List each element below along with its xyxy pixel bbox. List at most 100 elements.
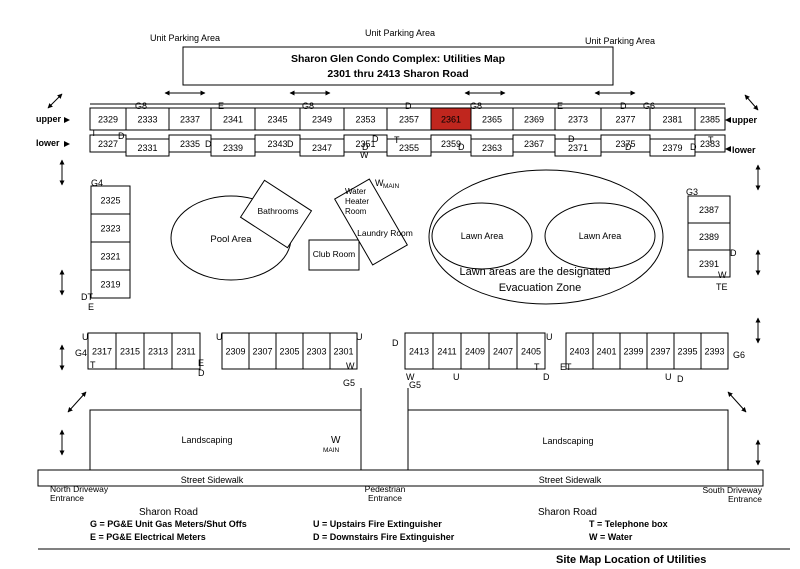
unit-2355-number: 2355 — [399, 143, 419, 153]
mark-u-5: U — [546, 332, 553, 342]
unit-2369: 2369 — [512, 107, 556, 131]
unit-2409-box — [460, 332, 490, 370]
mark-d-15: D — [543, 372, 550, 382]
unit-2313-box — [143, 332, 173, 370]
sidewalk-left-label: Street Sidewalk — [181, 475, 244, 485]
mark-g8-3: G8 — [470, 101, 482, 111]
legend-water: W = Water — [589, 532, 633, 542]
mark-e-1: E — [218, 101, 224, 111]
unit-2329: 2329 — [89, 107, 127, 131]
mark-te: TE — [716, 282, 728, 292]
unit-2361: 2361 — [430, 107, 472, 131]
mark-d-12: D — [730, 248, 737, 258]
pedestrian-entrance-label-1: Pedestrian — [365, 484, 406, 494]
bathrooms — [239, 179, 313, 249]
row-label-upper-left: upper — [36, 114, 61, 124]
road-label-right: Sharon Road — [538, 507, 597, 518]
sidewalk-right-label: Street Sidewalk — [539, 475, 602, 485]
bathrooms-label: Bathrooms — [257, 206, 298, 216]
mark-w-1: W — [360, 150, 369, 160]
mark-g3: G3 — [686, 187, 698, 197]
water-main-mark-bottom: W — [331, 435, 341, 446]
unit-2391-box — [687, 249, 731, 278]
unit-2413: 2413 — [404, 332, 434, 370]
north-entrance-label-2: Entrance — [50, 493, 84, 503]
unit-2315-box — [115, 332, 145, 370]
pedestrian-entrance-label-2: Entrance — [368, 493, 402, 503]
unit-2353: 2353 — [343, 107, 388, 131]
unit-2333-number: 2333 — [137, 115, 157, 125]
unit-2347: 2347 — [299, 138, 345, 157]
mark-t-3: T — [708, 135, 714, 145]
row-pointer-icons — [64, 117, 731, 152]
mark-d-6: D — [362, 142, 369, 152]
unit-2397-number: 2397 — [650, 347, 670, 357]
unit-2327-number: 2327 — [98, 139, 118, 149]
unit-2329-number: 2329 — [98, 115, 118, 125]
evacuation-label-1: Lawn areas are the designated — [459, 266, 610, 278]
unit-2387-number: 2387 — [699, 205, 719, 215]
lawn-area-left — [431, 202, 533, 270]
unit-2371: 2371 — [554, 138, 602, 157]
unit-2323: 2323 — [90, 213, 131, 243]
unit-2383-number: 2383 — [700, 139, 720, 149]
unit-2341: 2341 — [210, 107, 256, 131]
unit-2325: 2325 — [90, 185, 131, 215]
water-main-label-bottom: MAIN — [323, 447, 340, 454]
mark-g4-2: G4 — [75, 348, 87, 358]
parking-arrows — [47, 90, 759, 111]
unit-2389-number: 2389 — [699, 232, 719, 242]
mark-u-3: U — [356, 332, 363, 342]
unit-2319-number: 2319 — [100, 280, 120, 290]
water-heater-label-2: Heater — [345, 197, 369, 206]
unit-2387-box — [687, 195, 731, 224]
unit-2405-box — [516, 332, 546, 370]
unit-2319-box — [90, 269, 131, 299]
water-main-label-top: MAIN — [383, 183, 400, 190]
mark-w-2: W — [375, 178, 384, 188]
unit-2331-number: 2331 — [137, 143, 157, 153]
unit-2367: 2367 — [512, 134, 556, 153]
mark-d-5: D — [287, 139, 294, 149]
unit-2389: 2389 — [687, 222, 731, 251]
unit-2317-box — [87, 332, 117, 370]
unit-2301-box — [329, 332, 358, 370]
unit-2321: 2321 — [90, 241, 131, 271]
unit-2303-number: 2303 — [306, 347, 326, 357]
unit-2387: 2387 — [687, 195, 731, 224]
unit-2337: 2337 — [168, 107, 212, 131]
unit-2399-number: 2399 — [623, 347, 643, 357]
unit-2409-number: 2409 — [465, 347, 485, 357]
unit-2375-number: 2375 — [615, 139, 635, 149]
unit-2321-number: 2321 — [100, 252, 120, 262]
road-label-left: Sharon Road — [139, 507, 198, 518]
legend-electric: E = PG&E Electrical Meters — [90, 532, 206, 542]
mark-e-2: E — [557, 101, 563, 111]
unit-2385: 2385 — [694, 107, 726, 131]
legend: G = PG&E Unit Gas Meters/Shut Offs E = P… — [90, 519, 668, 542]
row-label-lower-left: lower — [36, 138, 60, 148]
mark-d-13: D — [198, 368, 205, 378]
unit-2313-number: 2313 — [148, 347, 168, 357]
map-title: Sharon Glen Condo Complex: Utilities Map — [291, 53, 505, 65]
unit-2401-box — [592, 332, 621, 370]
unit-2345: 2345 — [254, 107, 301, 131]
unit-2383-box — [694, 134, 726, 153]
club-room-label: Club Room — [313, 249, 356, 259]
unit-2413-number: 2413 — [409, 347, 429, 357]
unit-2395: 2395 — [673, 332, 702, 370]
utility-marks: G8 E G8 D G8 E D G6 T D D D D W D T D D … — [75, 101, 745, 390]
unit-2383: 2383 — [694, 134, 726, 153]
landscaping-right — [408, 409, 729, 470]
mark-u-1: U — [82, 332, 89, 342]
unit-2315-number: 2315 — [120, 347, 140, 357]
unit-2365: 2365 — [470, 107, 514, 131]
lawn-area-right — [544, 202, 656, 270]
unit-2345-number: 2345 — [267, 115, 287, 125]
unit-2323-number: 2323 — [100, 224, 120, 234]
unit-2359: 2359 — [430, 134, 472, 153]
